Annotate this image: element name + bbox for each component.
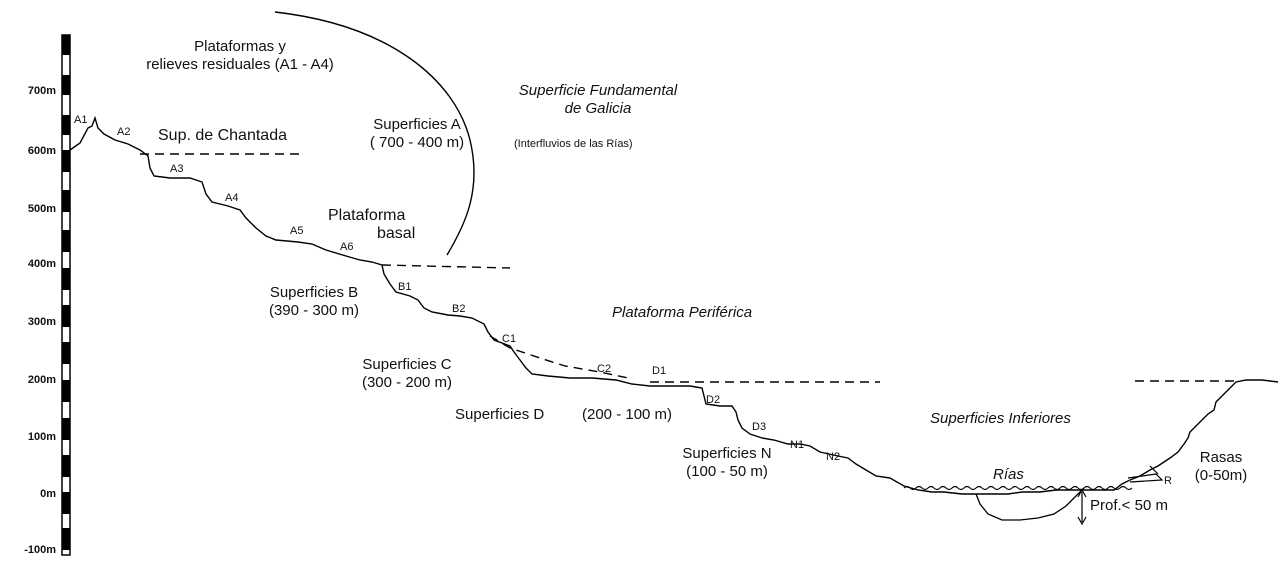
axis-tick-300: 300m	[27, 316, 56, 328]
water-line	[903, 485, 1133, 491]
point-n2: N2	[826, 451, 841, 463]
plataforma-periferica-label: Plataforma Periférica	[612, 304, 753, 321]
point-b1: B1	[398, 281, 412, 293]
point-a2: A2	[117, 126, 131, 138]
point-a5: A5	[290, 225, 304, 237]
r-marker	[1127, 465, 1164, 483]
axis-tick-200: 200m	[27, 374, 56, 386]
prof-label: Prof.< 50 m	[1090, 497, 1168, 514]
superficies-b-line1: Superficies B	[269, 284, 359, 301]
point-a3: A3	[170, 163, 184, 175]
superficies-inferiores-label: Superficies Inferiores	[930, 410, 1071, 427]
superficie-fundamental-line2: de Galicia	[564, 100, 632, 117]
plataformas-line1: Plataformas y	[194, 38, 286, 55]
point-c1: C1	[502, 333, 517, 345]
point-a6: A6	[340, 241, 354, 253]
depth-arrow	[1077, 488, 1087, 526]
axis-tick-600: 600m	[27, 145, 56, 157]
rasas-label: Rasas (0-50m)	[1176, 449, 1266, 485]
plataforma-basal-line2: basal	[377, 225, 416, 242]
point-d1: D1	[652, 365, 667, 377]
axis-tick-700: 700m	[27, 85, 56, 97]
superficies-a-arc	[274, 11, 475, 256]
superficies-c-label: Superficies C (300 - 200 m)	[342, 356, 472, 392]
superficies-b-label: Superficies B (390 - 300 m)	[250, 284, 378, 320]
superficies-n-label: Superficies N (100 - 50 m)	[652, 445, 802, 481]
superficies-b-line2: (390 - 300 m)	[268, 302, 360, 319]
rasas-line1: Rasas	[1199, 449, 1243, 466]
interfluvios-label: (Interfluvios de las Rías)	[514, 138, 633, 150]
superficie-fundamental-line1: Superficie Fundamental	[518, 82, 678, 99]
plataforma-basal-dashed-line	[381, 264, 511, 269]
point-a1: A1	[74, 114, 88, 126]
superficies-d-range: (200 - 100 m)	[582, 406, 673, 423]
point-c2: C2	[597, 363, 612, 375]
point-d2: D2	[706, 394, 721, 406]
superficies-d-label: Superficies D	[455, 406, 545, 423]
superficies-a-line2: ( 700 - 400 m)	[369, 134, 465, 151]
plataformas-line2: relieves residuales (A1 - A4)	[146, 56, 334, 73]
sup-chantada-label: Sup. de Chantada	[158, 127, 287, 144]
terrain-profile	[69, 115, 1279, 495]
axis-tick-0: 0m	[40, 488, 56, 500]
point-a4: A4	[225, 192, 239, 204]
superficie-fundamental-label: Superficie Fundamental de Galicia	[498, 82, 698, 118]
axis-tick-400: 400m	[27, 258, 56, 270]
superficies-c-line2: (300 - 200 m)	[361, 374, 453, 391]
point-d3: D3	[752, 421, 767, 433]
plataforma-basal-line1: Plataforma	[328, 207, 406, 224]
rias-label: Rías	[993, 466, 1024, 483]
point-b2: B2	[452, 303, 466, 315]
rasas-line2: (0-50m)	[1194, 467, 1248, 484]
dashed-reference-lines	[140, 153, 1236, 383]
superficies-a-line1: Superficies A	[373, 116, 461, 133]
point-r: R	[1164, 475, 1172, 487]
ria-channel	[975, 487, 1085, 521]
point-n1: N1	[790, 439, 805, 451]
axis-tick-minus100: -100m	[24, 544, 56, 556]
scale-bar	[61, 34, 71, 556]
plataformas-label: Plataformas y relieves residuales (A1 - …	[120, 38, 360, 74]
axis-tick-500: 500m	[27, 203, 56, 215]
superficies-n-line1: Superficies N	[682, 445, 772, 462]
superficies-a-label: Superficies A ( 700 - 400 m)	[352, 116, 482, 152]
c2-dashed-curve	[489, 335, 629, 379]
superficies-n-line2: (100 - 50 m)	[686, 463, 768, 480]
axis-tick-100: 100m	[27, 431, 56, 443]
superficies-c-line1: Superficies C	[362, 356, 452, 373]
